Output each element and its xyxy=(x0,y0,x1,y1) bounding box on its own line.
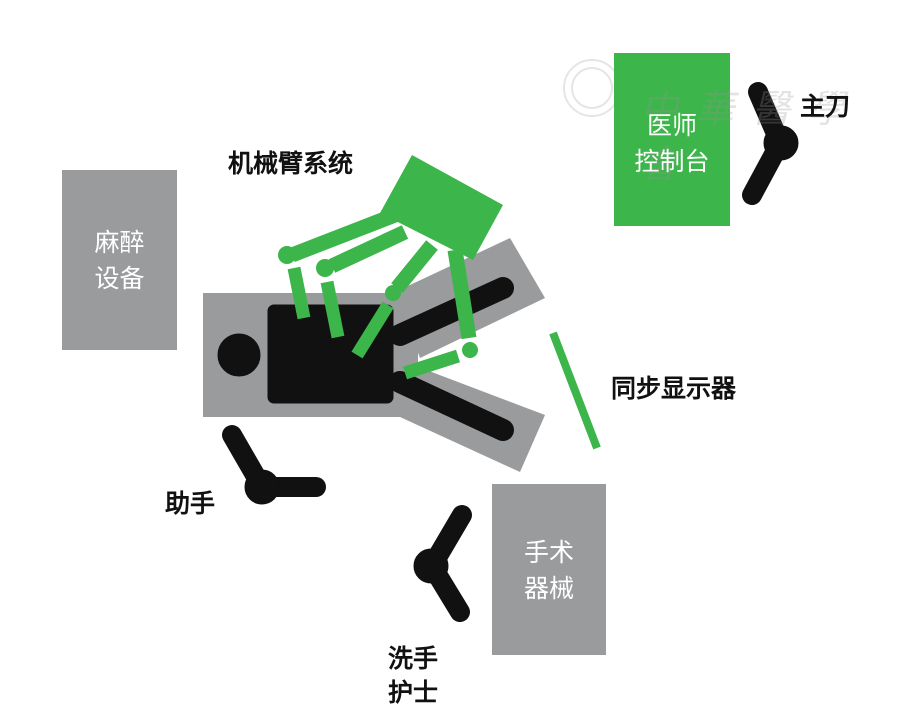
main-surgeon-figure xyxy=(742,82,799,205)
surgeon-label: 主刀 xyxy=(800,92,851,121)
assistant-label: 助手 xyxy=(165,489,216,518)
watermark-seal xyxy=(563,59,621,117)
robotic-arm-label: 机械臂系统 xyxy=(228,149,354,178)
nurse-label-line2: 护士 xyxy=(388,678,439,707)
console-label: 医师 控制台 xyxy=(614,108,730,180)
instruments-label-line1: 手术 xyxy=(523,538,574,567)
nurse-label: 洗手 护士 xyxy=(388,642,438,710)
robotic-arm-system xyxy=(278,155,503,380)
anesthesia-label-line2: 设备 xyxy=(94,264,145,293)
anesthesia-equipment xyxy=(62,170,177,350)
console-label-line1: 医师 xyxy=(646,111,697,140)
display-label: 同步显示器 xyxy=(611,374,737,403)
instruments-label: 手术 器械 xyxy=(492,535,606,607)
patient-figure xyxy=(217,277,514,441)
anesthesia-label-line1: 麻醉 xyxy=(94,228,145,257)
surgical-instruments-table xyxy=(492,484,606,655)
scrub-nurse-figure xyxy=(413,505,472,622)
surgeon-console xyxy=(614,53,730,226)
anesthesia-label: 麻醉 设备 xyxy=(62,225,177,297)
console-label-line2: 控制台 xyxy=(634,147,710,176)
sync-display xyxy=(549,331,601,450)
nurse-label-line1: 洗手 xyxy=(388,644,439,673)
watermark-text: 中華醫學會 xyxy=(640,87,865,186)
assistant-figure xyxy=(222,425,326,505)
instruments-label-line2: 器械 xyxy=(523,574,574,603)
